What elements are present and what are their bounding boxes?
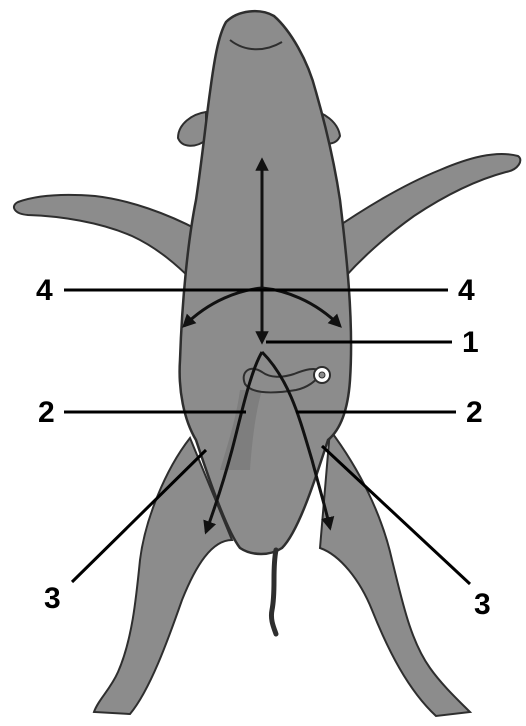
tail <box>271 550 276 634</box>
label-4-right: 4 <box>458 276 475 306</box>
label-3-right: 3 <box>474 590 491 620</box>
label-1: 1 <box>462 328 479 358</box>
label-4-left: 4 <box>36 276 53 306</box>
right-hind-leg <box>320 430 470 716</box>
label-3-left: 3 <box>44 584 61 614</box>
right-front-leg <box>330 154 520 278</box>
label-2-left: 2 <box>38 398 55 428</box>
label-2-right: 2 <box>466 398 483 428</box>
left-front-leg <box>14 195 198 282</box>
pig-body <box>180 11 351 554</box>
left-ear <box>178 112 206 146</box>
